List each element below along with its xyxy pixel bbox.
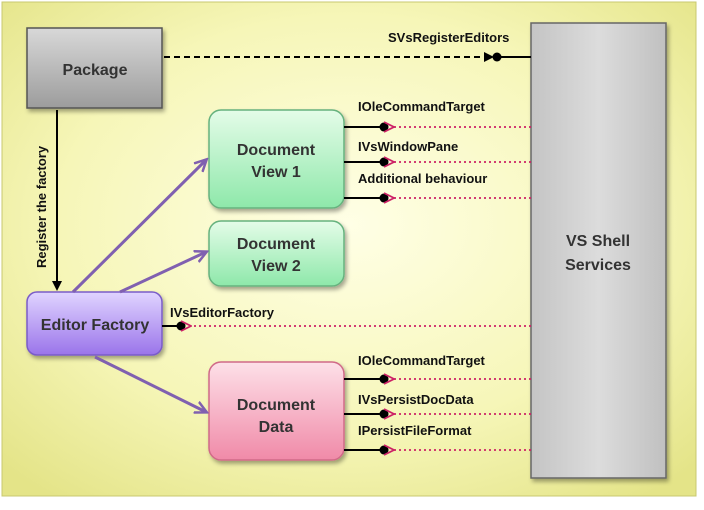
data-persist-doc-data-interface: IVsPersistDocData xyxy=(344,392,531,419)
interface-port xyxy=(379,374,389,384)
editor-factory-box[interactable]: Editor Factory xyxy=(26,291,163,356)
view1-window-pane-interface: IVsWindowPane xyxy=(344,139,531,167)
document-view-1-box[interactable]: Document View 1 xyxy=(208,109,345,209)
vs-shell-label-line2: Services xyxy=(565,257,631,274)
view1-ole-command-target-interface: IOleCommandTarget xyxy=(344,99,531,132)
creates-view-1-arrow xyxy=(71,160,206,294)
data-persist-file-format-label: IPersistFileFormat xyxy=(358,423,472,438)
data-ole-command-target-label: IOleCommandTarget xyxy=(358,353,486,368)
package-label: Package xyxy=(63,62,128,79)
svs-register-editors-label: SVsRegisterEditors xyxy=(388,30,509,45)
interface-port xyxy=(379,122,389,132)
editor-factory-label: Editor Factory xyxy=(41,317,150,334)
data-persist-doc-data-label: IVsPersistDocData xyxy=(358,392,474,407)
interface-port xyxy=(176,321,186,331)
factory-creation-arrows xyxy=(71,160,206,412)
creates-data-arrow xyxy=(94,355,206,412)
document-view-2-label-line1: Document xyxy=(237,236,316,253)
view1-ole-command-target-label: IOleCommandTarget xyxy=(358,99,486,114)
svs-register-editors-connector: SVsRegisterEditors xyxy=(164,30,531,62)
data-ole-command-target-interface: IOleCommandTarget xyxy=(344,353,531,384)
creates-view-2-arrow xyxy=(119,252,206,294)
editor-factory-interface-label: IVsEditorFactory xyxy=(170,305,275,320)
editor-factory-interface: IVsEditorFactory xyxy=(162,305,531,331)
svs-register-editors-port xyxy=(492,52,502,62)
document-data-label-line1: Document xyxy=(237,397,316,414)
view1-additional-behaviour-interface: Additional behaviour xyxy=(344,171,531,203)
register-factory-label: Register the factory xyxy=(34,145,49,268)
interface-port xyxy=(379,193,389,203)
document-view-2-box[interactable]: Document View 2 xyxy=(208,220,345,287)
data-persist-file-format-interface: IPersistFileFormat xyxy=(344,423,531,455)
vs-shell-label-line1: VS Shell xyxy=(566,233,630,250)
interface-port xyxy=(379,409,389,419)
document-view-1-label-line1: Document xyxy=(237,142,316,159)
document-data-box[interactable]: Document Data xyxy=(208,361,345,461)
document-view-2-label-line2: View 2 xyxy=(251,258,301,275)
package-box[interactable]: Package xyxy=(26,27,163,109)
vs-shell-services-box[interactable]: VS Shell Services xyxy=(530,22,667,479)
interface-port xyxy=(379,157,389,167)
register-factory-connector: Register the factory xyxy=(34,110,62,291)
interface-port xyxy=(379,445,389,455)
view1-window-pane-label: IVsWindowPane xyxy=(358,139,458,154)
document-data-label-line2: Data xyxy=(259,419,294,436)
view1-additional-behaviour-label: Additional behaviour xyxy=(358,171,487,186)
document-view-1-label-line2: View 1 xyxy=(251,164,301,181)
